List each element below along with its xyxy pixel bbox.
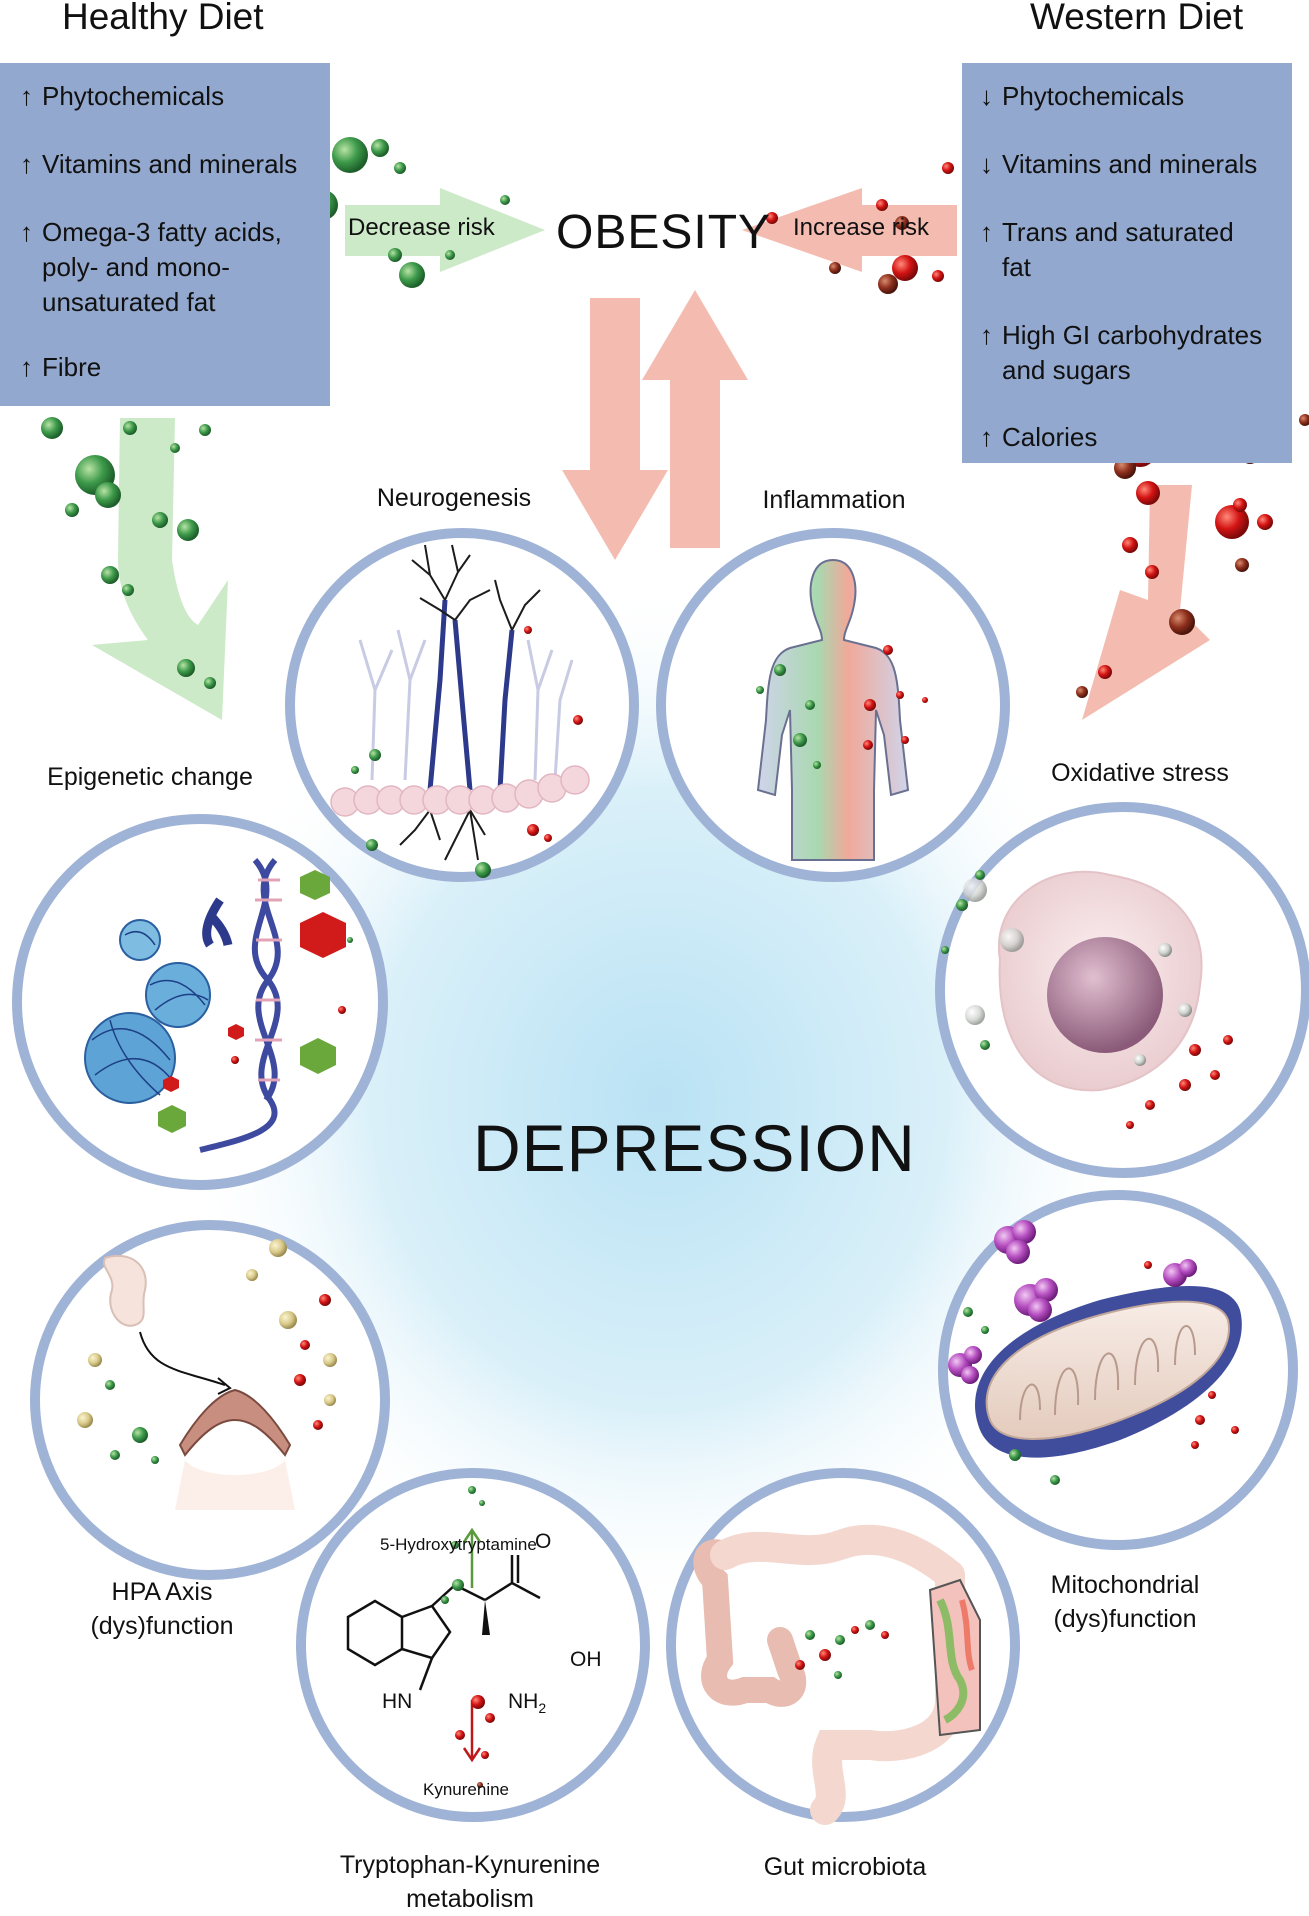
- healthy-down-arrow: [92, 418, 228, 720]
- western-item-calories: ↑Calories: [980, 422, 1098, 452]
- increase-risk-label: Increase risk: [793, 214, 930, 241]
- healthy-item-vitamins: ↑Vitamins and minerals: [20, 149, 298, 179]
- increase-risk-arrow: [742, 188, 957, 272]
- western-item-vitamins: ↓Vitamins and minerals: [980, 149, 1258, 179]
- hpa-illustration: [77, 1239, 337, 1510]
- healthy-item-fibre: ↑Fibre: [20, 352, 102, 382]
- gut-label: Gut microbiota: [763, 1853, 927, 1881]
- western-item-trans-fat: ↑Trans and saturated fat: [980, 217, 1234, 282]
- western-down-arrow: [1082, 485, 1210, 720]
- tryptophan-label: Tryptophan-Kynurenine metabolism: [339, 1851, 601, 1913]
- gut-illustration: [693, 1524, 981, 1825]
- neurogenesis-illustration: [330, 544, 590, 878]
- depression-label: DEPRESSION: [473, 1111, 916, 1185]
- tryptophan-illustration: [346, 1486, 541, 1788]
- western-item-high-gi: ↑High GI carbohydrates and sugars: [980, 320, 1263, 385]
- western-diet-box: ↓Phytochemicals ↓Vitamins and minerals ↑…: [962, 63, 1292, 463]
- healthy-diet-box: ↑Phytochemicals ↑Vitamins and minerals ↑…: [0, 63, 330, 406]
- hydroxyl-label: OH: [570, 1648, 602, 1671]
- amine-label: NH2: [508, 1690, 547, 1717]
- obesity-down-arrow: [562, 298, 668, 560]
- ring-nh-label: HN: [382, 1690, 413, 1713]
- carboxyl-oxygen-label: O: [535, 1530, 552, 1553]
- obesity-label: OBESITY: [556, 206, 772, 259]
- oxidative-label: Oxidative stress: [1051, 759, 1229, 787]
- kynurenine-label: Kynurenine: [423, 1780, 510, 1799]
- western-item-phytochemicals: ↓Phytochemicals: [980, 81, 1185, 111]
- hpa-label: HPA Axis (dys)function: [90, 1578, 234, 1640]
- western-diet-title: Western Diet: [1030, 0, 1244, 37]
- inflammation-illustration: [756, 558, 928, 861]
- neurogenesis-label: Neurogenesis: [376, 484, 532, 512]
- decrease-risk-label: Decrease risk: [348, 214, 495, 241]
- inflammation-label: Inflammation: [762, 486, 906, 514]
- oxidative-illustration: [941, 870, 1233, 1129]
- serotonin-label: 5-Hydroxytryptamine: [380, 1535, 537, 1554]
- healthy-item-phytochemicals: ↑Phytochemicals: [20, 81, 225, 111]
- healthy-diet-title: Healthy Diet: [62, 0, 264, 37]
- epigenetic-label: Epigenetic change: [47, 763, 253, 791]
- tryptophan-ring: [296, 1468, 650, 1822]
- mitochondrial-illustration: [948, 1220, 1242, 1485]
- obesity-up-arrow: [642, 290, 748, 548]
- mitochondrial-label: Mitochondrial (dys)function: [1050, 1571, 1200, 1633]
- healthy-item-fats: ↑Omega-3 fatty acids, poly- and mono- un…: [20, 217, 282, 317]
- epigenetic-illustration: [84, 858, 353, 1153]
